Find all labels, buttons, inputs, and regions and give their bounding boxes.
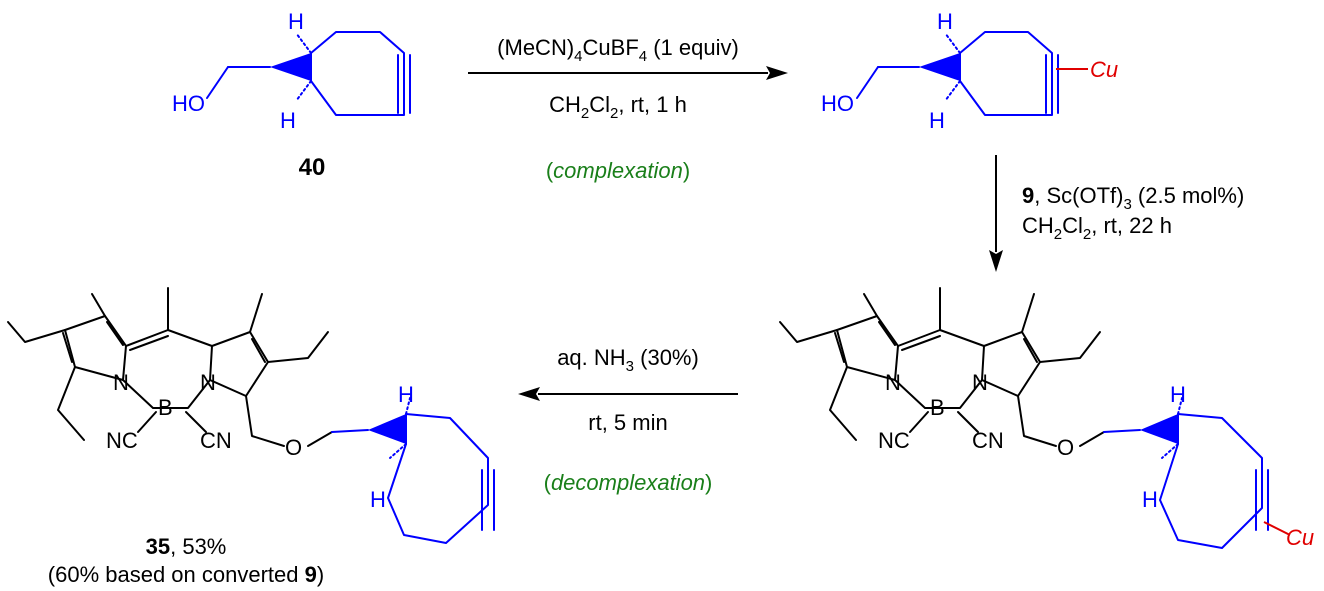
cyano-label: NC [878, 428, 910, 453]
nitrogen-label: N [200, 370, 216, 395]
copper-label: Cu [1090, 57, 1118, 82]
hydrogen-label: H [288, 9, 304, 34]
nitrogen-label: N [972, 370, 988, 395]
wedge-bond [368, 414, 406, 444]
hydrogen-label: H [370, 487, 386, 512]
step1-annotation: (complexation) [546, 158, 690, 183]
hydrogen-label: H [929, 108, 945, 133]
step2-arrow [989, 155, 1003, 272]
copper-complex-structure: H H HO Cu [821, 9, 1118, 133]
cyano-label: CN [972, 428, 1004, 453]
step1-reagent: (MeCN)4CuBF4 (1 equiv) [497, 35, 739, 65]
wedge-bond [919, 53, 960, 81]
hydroxyl-label: HO [821, 91, 854, 116]
cyano-label: CN [200, 428, 232, 453]
step2-conditions: CH2Cl2, rt, 22 h [1022, 213, 1172, 243]
compound-35-label: 35, 53% [146, 534, 227, 559]
step3-conditions: rt, 5 min [588, 410, 667, 435]
hydroxyl-label: HO [172, 91, 205, 116]
wedge-bond [270, 53, 311, 81]
oxygen-label: O [285, 435, 302, 460]
compound-35-structure: N B N NC CN O H H [7, 287, 495, 544]
hydrogen-label: H [1142, 487, 1158, 512]
hydrogen-label: H [1170, 382, 1186, 407]
step1-arrow [468, 66, 788, 80]
hydrogen-label: H [398, 382, 414, 407]
oxygen-label: O [1057, 435, 1074, 460]
nitrogen-label: N [113, 370, 129, 395]
step3-arrow [518, 387, 738, 401]
copper-label: Cu [1286, 525, 1314, 550]
step1-conditions: CH2Cl2, rt, 1 h [549, 92, 687, 122]
hydrogen-label: H [280, 108, 296, 133]
step3-annotation: (decomplexation) [544, 470, 713, 495]
step2-reagent: 9, Sc(OTf)3 (2.5 mol%) [1022, 183, 1244, 213]
boron-label: B [158, 395, 173, 420]
compound-35-note: (60% based on converted 9) [48, 562, 324, 587]
wedge-bond [1140, 414, 1178, 444]
compound-40-structure: H H HO [172, 9, 411, 133]
step3-reagent: aq. NH3 (30%) [557, 345, 699, 375]
boron-label: B [930, 395, 945, 420]
cyano-label: NC [106, 428, 138, 453]
nitrogen-label: N [885, 370, 901, 395]
compound-40-label: 40 [299, 154, 326, 181]
hydrogen-label: H [937, 9, 953, 34]
bodipy-copper-product-structure: N B N NC CN O H H Cu [779, 287, 1314, 550]
